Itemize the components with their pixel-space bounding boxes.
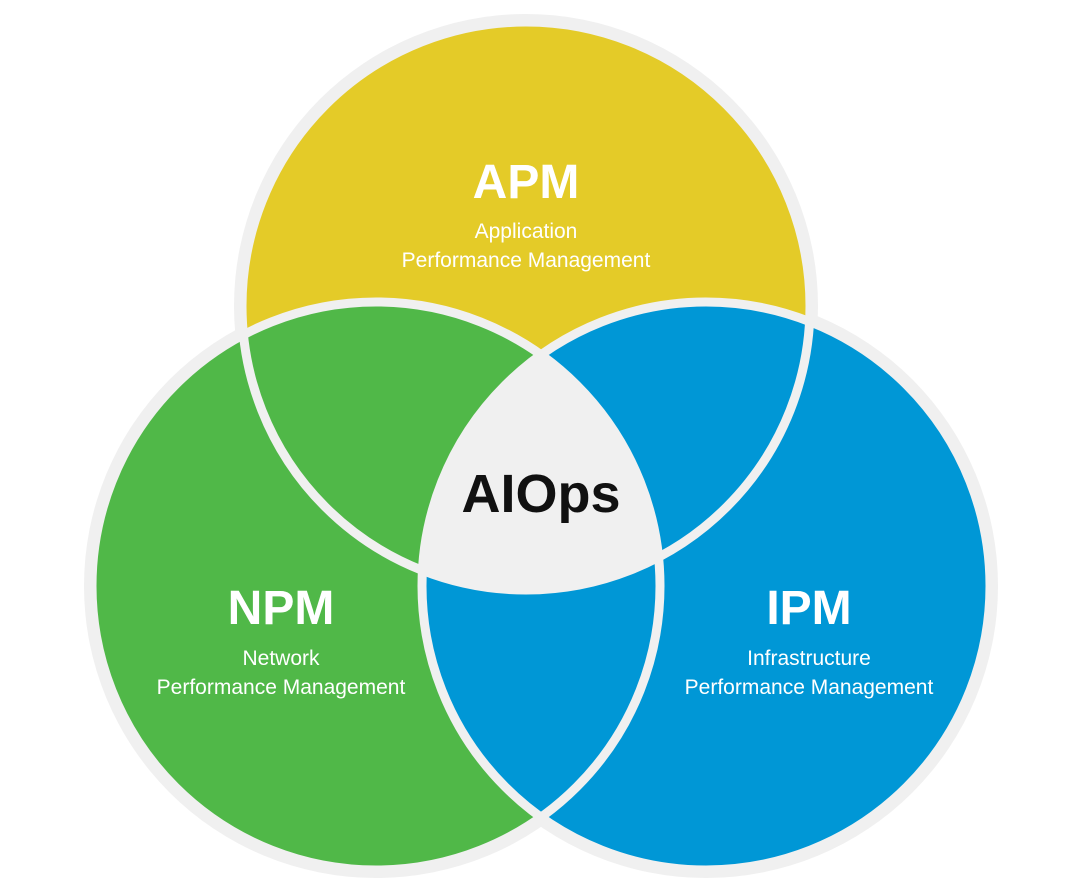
aiops-center-region (422, 302, 660, 590)
ipm-circle-outline (417, 297, 995, 875)
ipm-title: IPM (766, 582, 851, 635)
apm-subtitle-line2: Performance Management (402, 249, 651, 272)
ipm-subtitle-line2: Performance Management (685, 676, 934, 699)
npm-subtitle-line1: Network (242, 647, 320, 670)
npm-circle-outline (87, 297, 665, 875)
aiops-center-label: AIOps (461, 464, 620, 524)
npm-title: NPM (228, 582, 335, 635)
ipm-subtitle-line1: Infrastructure (747, 647, 871, 670)
apm-subtitle-line1: Application (475, 220, 578, 243)
apm-title: APM (473, 156, 580, 209)
circle-outlines (87, 17, 995, 875)
npm-subtitle-line2: Performance Management (157, 676, 406, 699)
apm-circle-outline (237, 17, 815, 595)
